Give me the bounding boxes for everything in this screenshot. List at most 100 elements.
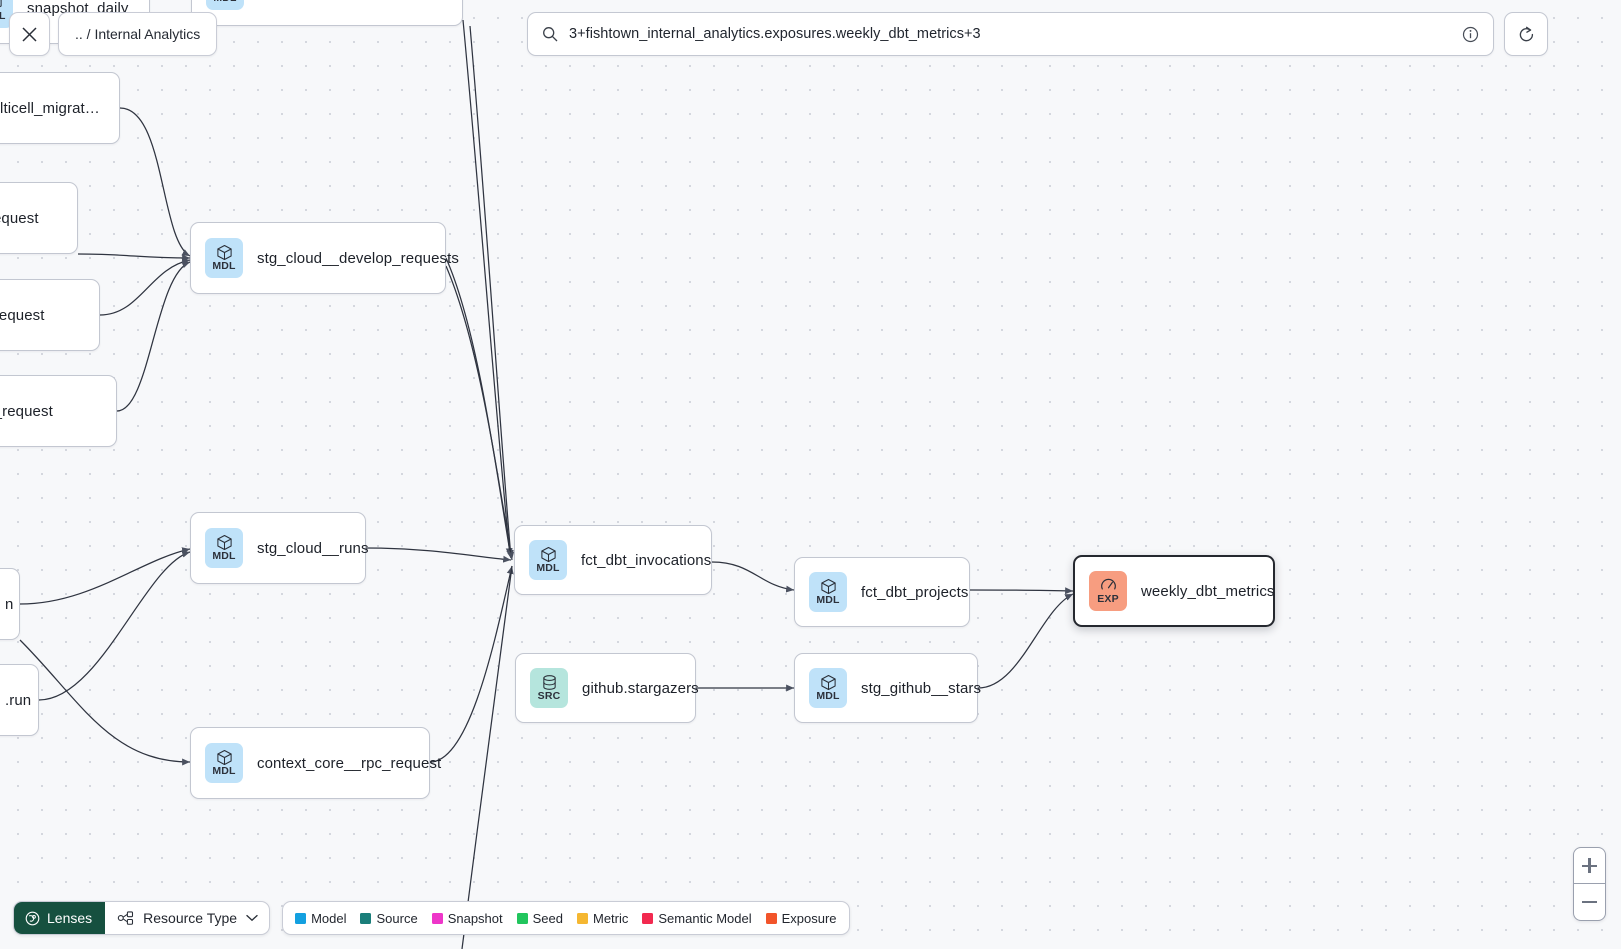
graph-node[interactable]: EXP weekly_dbt_metrics	[1073, 555, 1275, 627]
node-label: n	[5, 595, 14, 613]
search-icon	[543, 27, 558, 42]
top-toolbar: .. / Internal Analytics 3+fishtown_inter…	[0, 0, 1621, 66]
node-type-code: MDL	[0, 10, 6, 22]
node-type-badge: MDL	[206, 0, 244, 10]
node-type-badge: SRC	[530, 668, 568, 708]
resource-type-label: Resource Type	[143, 910, 238, 926]
graph-node[interactable]: MDL.run	[0, 664, 39, 736]
legend-label: Seed	[532, 910, 563, 926]
graph-node[interactable]: MDL fct_dbt_invocations	[514, 525, 712, 595]
node-type-badge: MDL	[809, 572, 847, 612]
node-label: context_core__rpc_request	[257, 754, 442, 772]
resource-type-dropdown[interactable]: Resource Type	[105, 902, 269, 934]
graph-node[interactable]: MDLn	[0, 568, 20, 640]
node-type-badge: MDL	[529, 540, 567, 580]
legend-item[interactable]: Metric	[577, 911, 628, 926]
legend-swatch	[295, 912, 307, 924]
close-icon	[22, 26, 37, 42]
node-type-code: MDL	[213, 0, 236, 4]
cube-icon	[820, 674, 836, 691]
node-label: p_request	[0, 209, 39, 227]
search-input[interactable]: 3+fishtown_internal_analytics.exposures.…	[569, 26, 981, 42]
node-type-code: SRC	[537, 690, 561, 702]
legend-item[interactable]: Source	[360, 910, 418, 926]
zoom-in-button[interactable]	[1574, 848, 1605, 884]
legend-swatch	[431, 912, 443, 924]
refresh-button[interactable]	[1504, 12, 1548, 56]
graph-node[interactable]: MDL stg_github__stars	[794, 653, 982, 723]
legend-label: Model	[311, 910, 347, 926]
legend-item[interactable]: Semantic Model	[642, 910, 752, 926]
legend-label: Semantic Model	[658, 910, 752, 926]
node-label: multicell_migrat…	[0, 99, 100, 117]
zoom-controls	[1573, 847, 1606, 921]
legend-label: Metric	[593, 910, 629, 926]
bottom-toolbar: Lenses Resource Type Model Source Snapshot…	[13, 901, 850, 935]
legend-swatch	[765, 912, 777, 924]
legend-item[interactable]: Seed	[516, 910, 563, 926]
node-type-badge: MDL	[205, 528, 243, 568]
lineage-search-bar[interactable]: 3+fishtown_internal_analytics.exposures.…	[527, 12, 1494, 56]
graph-node[interactable]: MDLvelop_request	[0, 279, 100, 351]
graph-node[interactable]: MDL_develop_request	[0, 375, 117, 447]
close-button[interactable]	[9, 12, 50, 56]
node-label: _develop_request	[0, 402, 53, 420]
node-label: stg_github__stars	[861, 679, 982, 697]
node-type-code: MDL	[212, 260, 236, 272]
cube-icon	[216, 244, 232, 261]
graph-node[interactable]: MDL context_core__rpc_request	[190, 727, 441, 799]
lens-controls: Lenses Resource Type	[13, 901, 271, 935]
node-label: fct_dbt_projects	[861, 583, 969, 601]
cube-icon	[216, 534, 232, 551]
node-type-badge: EXP	[1089, 571, 1127, 611]
chevron-down-icon	[246, 914, 258, 922]
node-type-code: MDL	[816, 690, 840, 702]
node-label: .run	[5, 691, 32, 709]
node-type-code: MDL	[212, 765, 236, 777]
database-icon	[542, 675, 556, 690]
lenses-icon	[25, 911, 40, 925]
resource-type-legend: Model Source Snapshot Seed Metric Semantic Mo…	[282, 901, 850, 935]
legend-item[interactable]: Exposure	[765, 910, 837, 926]
node-type-badge: MDL	[809, 668, 847, 708]
lenses-button[interactable]: Lenses	[14, 902, 106, 934]
graph-node[interactable]: MDL fct_dbt_projects	[794, 557, 970, 627]
cube-icon	[540, 546, 556, 563]
graph-node[interactable]: MDLp_request	[0, 182, 78, 254]
legend-item[interactable]: Model	[295, 911, 346, 926]
lenses-label: Lenses	[47, 910, 93, 926]
graph-node[interactable]: MDL stg_cloud__develop_requests	[190, 222, 459, 294]
plus-icon	[1582, 858, 1597, 873]
node-type-badge: MDL	[205, 238, 243, 278]
resource-type-icon	[117, 911, 134, 925]
node-label: stg_cloud__develop_requests	[257, 249, 460, 267]
legend-swatch	[516, 912, 528, 924]
legend-label: Exposure	[781, 910, 837, 926]
legend-item[interactable]: Snapshot	[431, 911, 503, 926]
graph-node[interactable]: MDLint_cloud__account_plan_history	[191, 0, 463, 26]
node-label: velop_request	[0, 306, 45, 324]
legend-swatch	[577, 912, 588, 924]
graph-node[interactable]: MDL stg_cloud__runs	[190, 512, 369, 584]
graph-node[interactable]: SRC github.stargazers	[515, 653, 699, 723]
node-label: fct_dbt_invocations	[581, 551, 712, 569]
graph-node[interactable]: MDLmulticell_migrat…	[0, 72, 120, 144]
node-label: weekly_dbt_metrics	[1141, 582, 1275, 600]
node-type-code: MDL	[536, 562, 560, 574]
zoom-out-button[interactable]	[1574, 884, 1605, 920]
legend-label: Source	[376, 910, 418, 926]
cube-icon	[216, 749, 232, 766]
legend-swatch	[642, 912, 654, 924]
node-type-code: MDL	[816, 594, 840, 606]
node-type-code: MDL	[212, 550, 236, 562]
node-label: stg_cloud__runs	[257, 539, 369, 557]
node-label: github.stargazers	[582, 679, 699, 697]
gauge-icon	[1100, 578, 1116, 590]
info-icon[interactable]	[1462, 26, 1479, 43]
breadcrumb[interactable]: .. / Internal Analytics	[58, 12, 218, 56]
refresh-icon	[1519, 26, 1533, 41]
legend-swatch	[360, 912, 372, 924]
